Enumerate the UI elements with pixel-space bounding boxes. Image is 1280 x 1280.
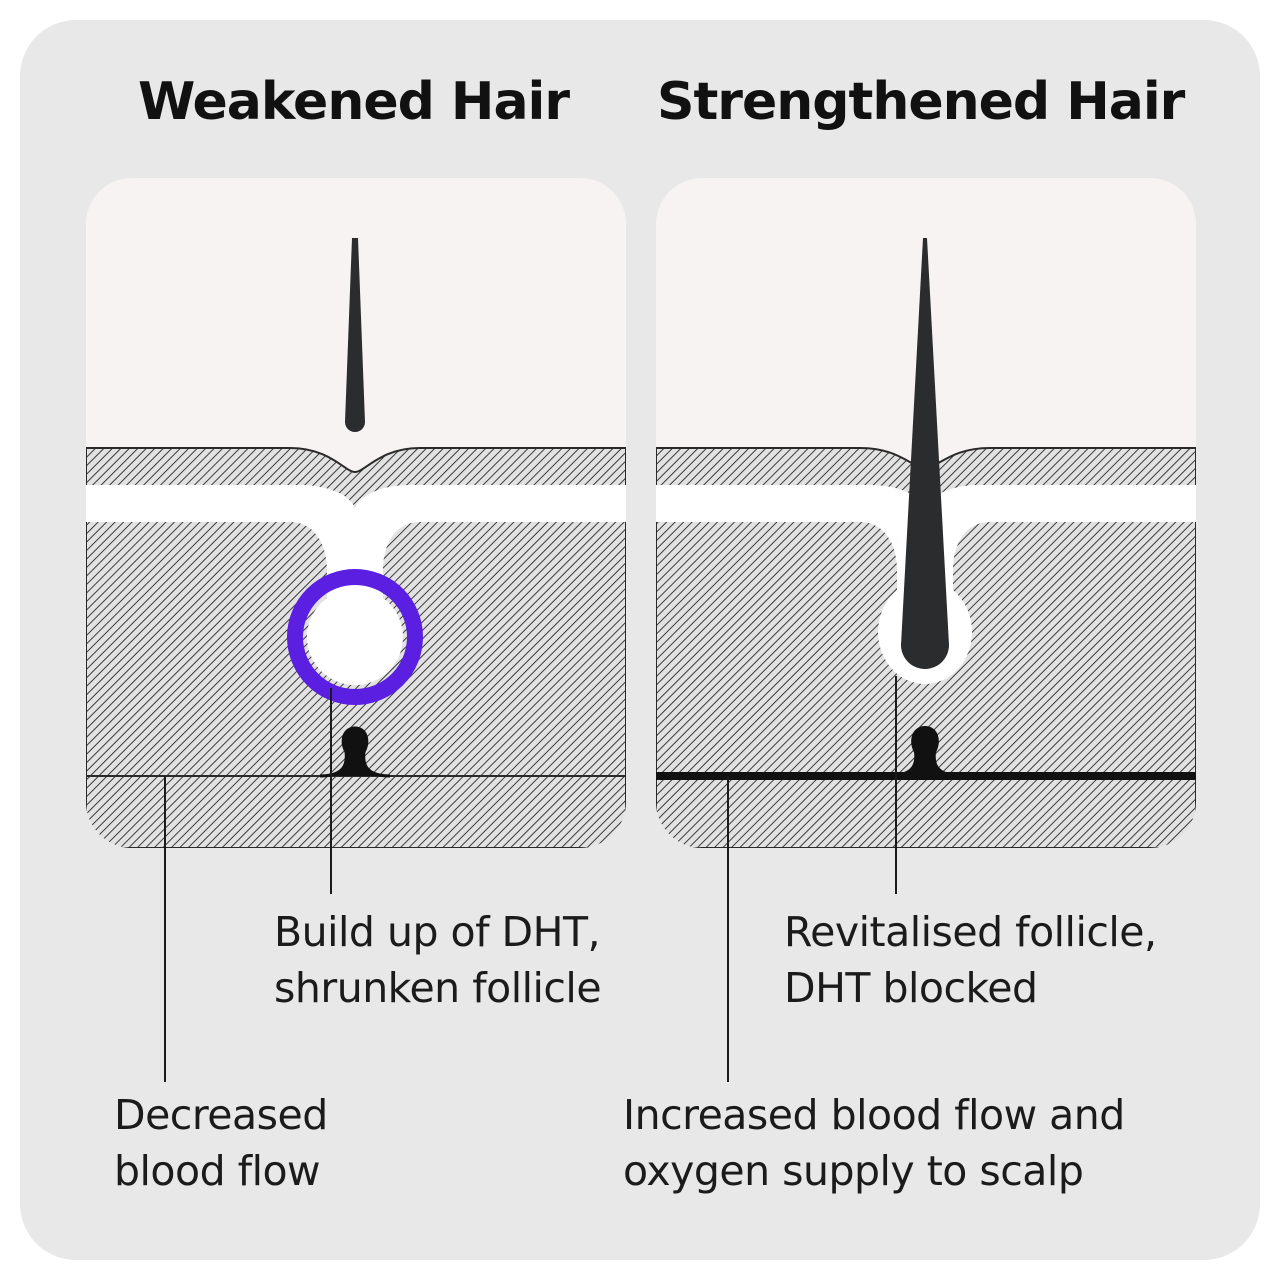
label-line: oxygen supply to scalp — [623, 1147, 1084, 1195]
increased-blood-flow-label: Increased blood flow and oxygen supply to… — [623, 1087, 1125, 1199]
thin-hair-shaft — [345, 238, 365, 432]
strengthened-hair-title: Strengthened Hair — [657, 72, 1185, 132]
shrunken-follicle-label: Build up of DHT, shrunken follicle — [274, 904, 602, 1016]
label-line: Revitalised follicle, — [784, 908, 1157, 956]
capillary-loop — [889, 725, 961, 778]
label-line: Increased blood flow and — [623, 1091, 1125, 1139]
weakened-hair-panel — [86, 178, 626, 848]
label-line: shrunken follicle — [274, 964, 602, 1012]
thick-hair-shaft — [901, 238, 949, 669]
weakened-hair-title: Weakened Hair — [138, 72, 570, 132]
dht-buildup-ring — [287, 569, 423, 705]
revitalised-follicle-label: Revitalised follicle, DHT blocked — [784, 904, 1157, 1016]
decreased-blood-flow-label: Decreased blood flow — [114, 1087, 328, 1199]
label-line: DHT blocked — [784, 964, 1038, 1012]
label-line: Build up of DHT, — [274, 908, 601, 956]
follicle-bulb — [307, 589, 403, 685]
label-line: blood flow — [114, 1147, 321, 1195]
label-line: Decreased — [114, 1091, 328, 1139]
capillary-loop — [319, 726, 391, 778]
epidermis-layer — [86, 485, 626, 600]
strengthened-hair-panel — [656, 178, 1196, 848]
